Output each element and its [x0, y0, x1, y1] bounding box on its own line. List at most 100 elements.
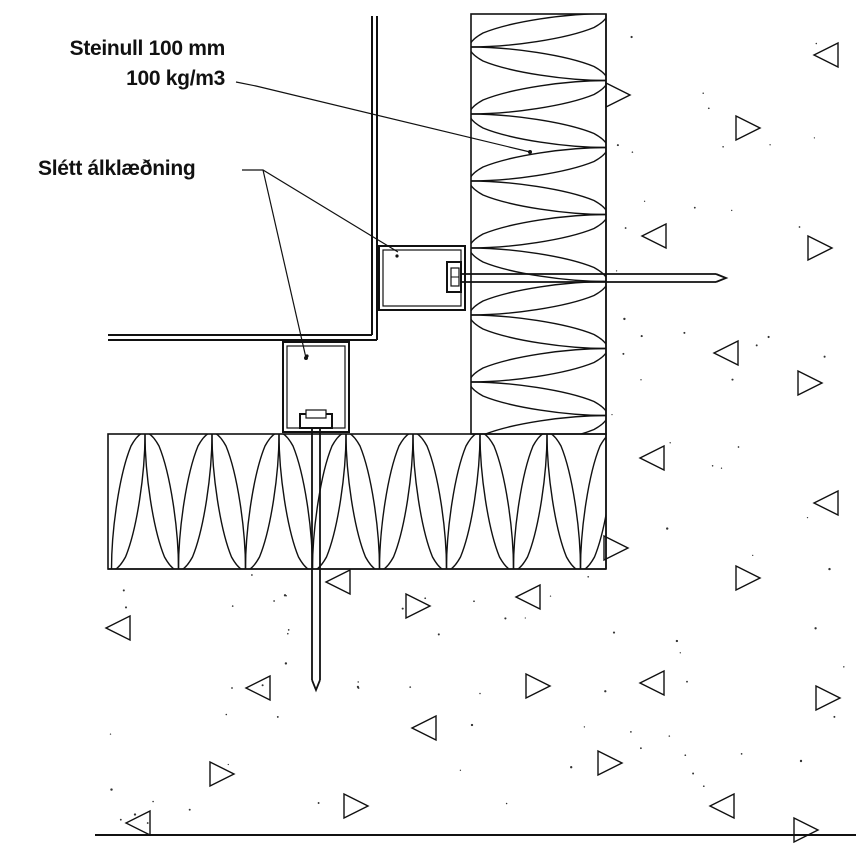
- insulation-loop: [546, 434, 606, 569]
- insulation-loop: [512, 434, 582, 569]
- concrete-speck: [357, 687, 360, 689]
- aggregate-triangle: [605, 81, 632, 109]
- concrete-speck: [612, 631, 616, 634]
- concrete-speck: [722, 146, 724, 148]
- concrete-speck: [675, 639, 679, 643]
- aggregate-triangle: [712, 339, 739, 367]
- concrete-speck: [684, 754, 687, 757]
- aggregate-triangle: [815, 684, 842, 712]
- concrete-speck: [504, 617, 507, 620]
- concrete-speck: [133, 813, 137, 816]
- aggregate-triangle: [807, 234, 834, 262]
- insulation-loop: [471, 381, 606, 434]
- insulation-loop: [110, 434, 180, 569]
- insulation-loop: [471, 247, 606, 316]
- leader-dot: [304, 356, 308, 360]
- concrete-speck: [285, 595, 287, 597]
- concrete-speck: [828, 567, 831, 571]
- insulation-loop: [471, 79, 606, 149]
- concrete-speck: [225, 713, 228, 716]
- insulation-label-line2: 100 kg/m3: [126, 67, 225, 90]
- insulation-loop: [378, 434, 448, 569]
- aggregate-triangle: [735, 564, 762, 592]
- concrete-speck: [630, 35, 633, 39]
- concrete-speck: [622, 352, 625, 355]
- concrete-speck: [616, 144, 619, 147]
- concrete-speck: [702, 785, 705, 788]
- upper-bracket: [378, 245, 466, 311]
- concrete-speck: [623, 317, 626, 321]
- insulation-loop: [471, 113, 606, 182]
- concrete-speck: [640, 747, 642, 750]
- insulation-loop: [177, 434, 247, 569]
- cladding-label: Slétt álklæðning: [38, 157, 196, 180]
- concrete-speck: [283, 594, 287, 597]
- insulation-loop: [471, 314, 606, 383]
- concrete-speck: [615, 270, 618, 272]
- concrete-speck: [707, 107, 710, 110]
- aggregate-triangle: [209, 760, 236, 788]
- concrete-speck: [261, 684, 264, 687]
- concrete-speck: [767, 335, 770, 339]
- insulation-loop: [471, 16, 606, 48]
- concrete-speck: [711, 465, 714, 467]
- concrete-speck: [843, 666, 845, 668]
- concrete-speck: [806, 516, 809, 519]
- concrete-speck: [692, 772, 695, 775]
- concrete-speck: [631, 151, 634, 153]
- concrete-speck: [273, 600, 275, 602]
- concrete-speck: [693, 206, 696, 209]
- concrete-speck: [473, 600, 475, 603]
- concrete-speck: [731, 209, 733, 212]
- insulation-label-line1: Steinull 100 mm: [69, 37, 226, 60]
- concrete-speck: [666, 527, 669, 530]
- insulation-loop: [244, 434, 314, 569]
- concrete-speck: [437, 633, 440, 636]
- aggregate-triangle: [735, 114, 762, 142]
- aggregate-triangle: [812, 41, 839, 69]
- concrete-speck: [814, 627, 817, 630]
- insulation-loop: [278, 434, 347, 569]
- lower-anchor: [311, 428, 321, 693]
- aggregate-triangle: [104, 614, 131, 642]
- aggregate-triangle: [797, 369, 824, 397]
- concrete-speck: [643, 200, 646, 202]
- concrete-speck: [702, 92, 704, 95]
- concrete-aggregate: [104, 41, 842, 844]
- concrete-speck: [357, 681, 359, 683]
- insulation-loop: [471, 14, 606, 82]
- concrete-speck: [624, 227, 627, 229]
- aggregate-triangle: [638, 444, 665, 472]
- insulation-loop: [412, 434, 481, 569]
- concrete-speck: [479, 692, 481, 695]
- concrete-speck: [799, 759, 803, 763]
- concrete-speck: [737, 446, 740, 448]
- insulation-loop: [311, 434, 381, 569]
- concrete-speck: [640, 335, 643, 338]
- concrete-speck: [604, 690, 607, 693]
- leader-dot: [528, 150, 532, 154]
- concrete-speck: [524, 617, 526, 619]
- concrete-speck: [424, 597, 427, 600]
- vertical-insulation: [470, 13, 607, 435]
- concrete-speck: [755, 344, 758, 347]
- concrete-speck: [276, 715, 279, 718]
- insulation-loop: [471, 280, 606, 350]
- concrete-speck: [640, 379, 642, 381]
- concrete-speck: [630, 731, 632, 733]
- aggregate-triangle: [597, 749, 624, 777]
- aggregate-triangle: [244, 674, 271, 702]
- concrete-speck: [611, 414, 613, 416]
- concrete-speck: [769, 144, 771, 146]
- concrete-speck: [833, 715, 836, 718]
- concrete-speck: [679, 652, 681, 654]
- concrete-speck: [720, 467, 723, 469]
- concrete-speck: [317, 802, 320, 804]
- concrete-speck: [583, 726, 586, 728]
- aggregate-triangle: [708, 792, 735, 820]
- concrete-speck: [110, 788, 113, 791]
- concrete-speck: [505, 802, 508, 805]
- concrete-speck: [119, 818, 122, 821]
- concrete-speck: [459, 769, 462, 771]
